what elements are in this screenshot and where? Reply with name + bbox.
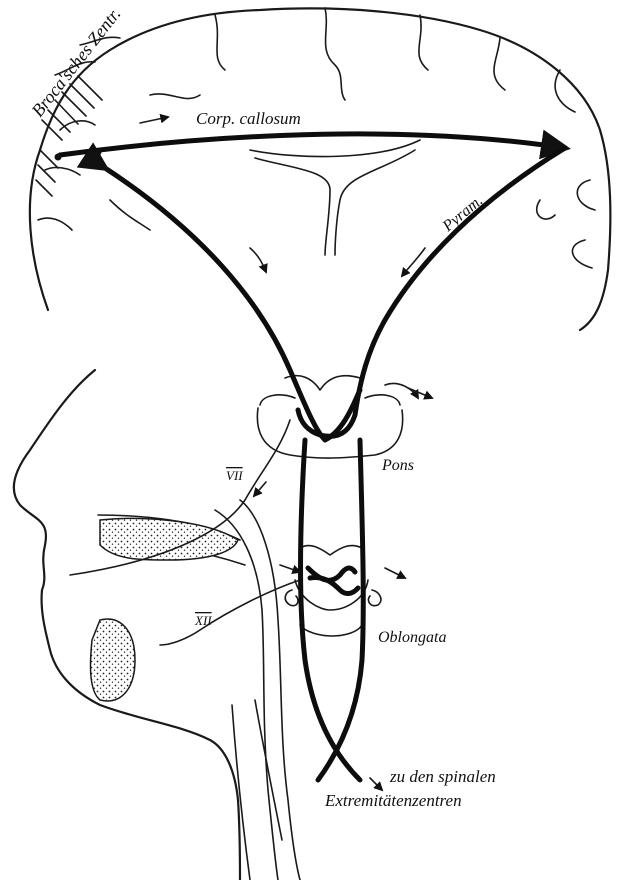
pharynx-lines (215, 500, 300, 880)
pons-label: Pons (381, 457, 414, 474)
vii-label: VII (226, 468, 243, 483)
broca-dot-right (95, 149, 102, 156)
oblongata-label: Oblongata (378, 629, 446, 646)
broca-dot-left (55, 154, 62, 161)
xii-label: XII (194, 613, 212, 628)
spinal-label-line2: Extremitätenzentren (324, 791, 462, 810)
brainstem-outline (257, 376, 402, 636)
tongue-shape (100, 518, 238, 560)
corpus-callosum-label: Corp. callosum (196, 109, 301, 128)
hyoid-shape (90, 619, 135, 701)
brain-outline (30, 8, 611, 330)
broca-label: Broca'sches Zentr. (27, 4, 124, 120)
spinal-label-line1: zu den spinalen (389, 767, 496, 786)
pyram-label: Pyram. (439, 192, 486, 236)
corpus-callosum-shape (250, 140, 420, 255)
